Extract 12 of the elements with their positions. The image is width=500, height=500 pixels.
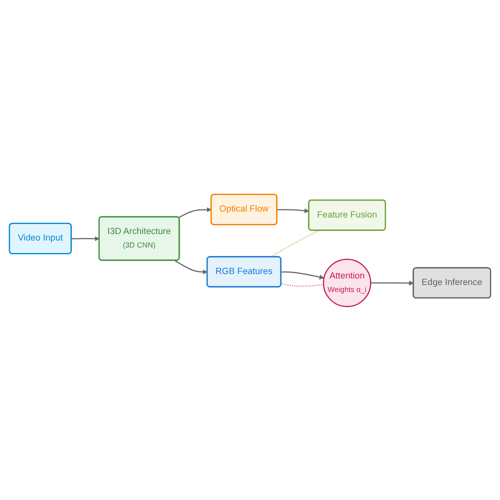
node-label: Edge Inference xyxy=(422,276,482,289)
node-label: RGB Features xyxy=(215,265,272,278)
process-box xyxy=(8,222,72,254)
node-label: Video Input xyxy=(18,232,63,244)
process-box xyxy=(206,256,282,287)
node-label: Feature Fusion xyxy=(317,208,378,222)
process-box xyxy=(412,266,492,298)
process-box xyxy=(98,216,180,260)
process-box xyxy=(210,193,278,225)
circle-node xyxy=(322,258,372,307)
node-label: Optical Flow xyxy=(219,203,268,216)
process-box xyxy=(308,198,386,230)
